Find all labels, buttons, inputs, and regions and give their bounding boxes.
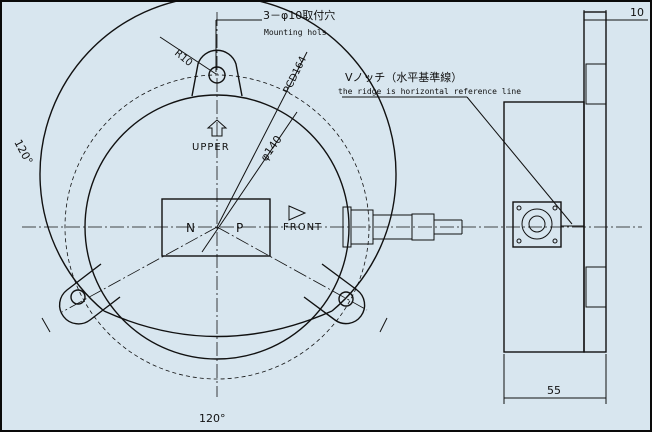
notch-label-en: the ridge is horizontal reference line: [338, 87, 521, 96]
side-port-bolt: [552, 238, 558, 244]
angle-left-label: 120°: [11, 137, 35, 167]
pole-n-label: N: [186, 221, 195, 235]
sensor-block: [161, 198, 271, 257]
dim-width-label: 55: [547, 384, 561, 397]
right-triangle-icon: [288, 205, 307, 221]
side-view-lug-top: [585, 63, 607, 105]
side-port-outer-circle: [521, 208, 553, 240]
dim-thickness-label: 10: [630, 6, 644, 19]
side-port-bolt: [516, 205, 522, 211]
mounting-hole-right: [338, 291, 354, 307]
upper-label: UPPER: [192, 142, 230, 153]
side-view-lug-bottom: [585, 266, 607, 308]
diameter-label: φ140: [258, 133, 285, 164]
centerline-right-hole: [216, 226, 368, 311]
up-arrow-icon: [206, 119, 228, 137]
connector-fitting: [411, 213, 435, 241]
centerline-left-hole: [61, 226, 218, 313]
side-port-square: [512, 201, 562, 248]
side-port-bolt: [516, 238, 522, 244]
notch-leader: [466, 96, 573, 225]
angle-tick-right: [379, 317, 388, 333]
diameter-leader: [201, 111, 298, 253]
angle-bottom-label: 120°: [199, 412, 226, 425]
mounting-lug-top: [191, 49, 243, 97]
front-label: FRONT: [283, 222, 322, 233]
radius-leader: [159, 36, 217, 75]
holes-label-en: Mounting hols: [264, 28, 327, 37]
holes-label-jp: 3－φ10取付穴: [263, 8, 335, 22]
mounting-lug-right: [303, 263, 366, 325]
notch-label-jp: Vノッチ（水平基準線）: [345, 70, 462, 84]
pole-p-label: P: [236, 221, 243, 235]
angle-tick-left: [41, 317, 51, 333]
pcd-label: PCD164: [282, 55, 309, 96]
side-port-bolt: [552, 205, 558, 211]
mounting-hole-left: [70, 289, 86, 305]
radius-label: R10: [172, 48, 194, 69]
connector-nut: [350, 209, 374, 245]
outer-flange-bottom-arc: [103, 310, 333, 338]
side-view-plate: [583, 11, 607, 353]
side-port-inner-circle: [528, 215, 546, 233]
outer-flange-arc: [39, 2, 397, 312]
mounting-lug-left: [58, 263, 121, 325]
pcd-leader: [216, 51, 308, 228]
